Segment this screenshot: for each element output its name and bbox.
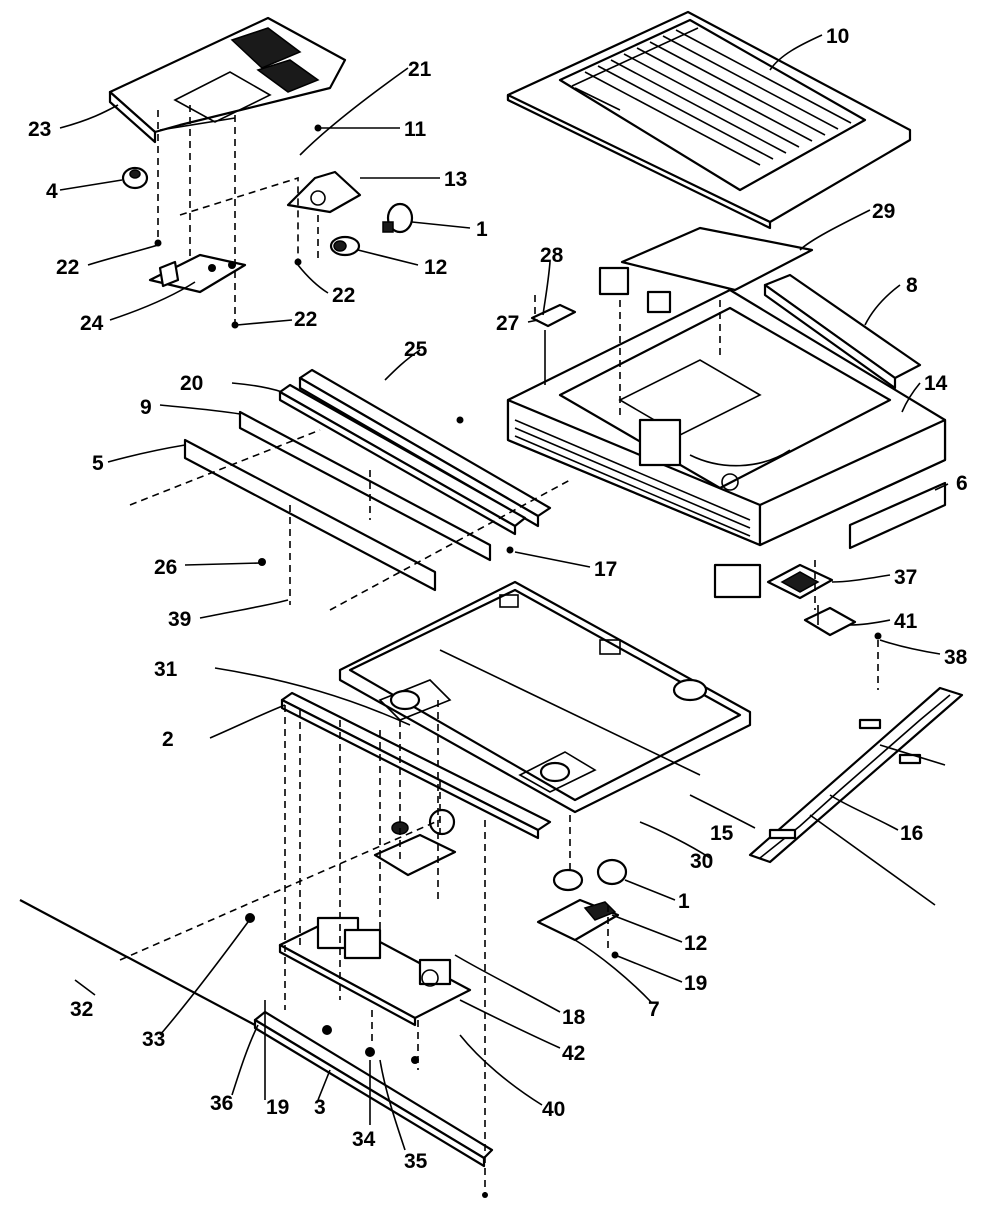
- label-1-bottom: 1: [678, 890, 690, 913]
- label-7: 7: [648, 998, 660, 1021]
- label-3: 3: [314, 1096, 326, 1119]
- label-42: 42: [562, 1042, 585, 1065]
- label-33: 33: [142, 1028, 165, 1051]
- label-31: 31: [154, 658, 178, 681]
- label-25: 25: [404, 338, 428, 361]
- label-32: 32: [70, 998, 93, 1021]
- part-23-cover: [108, 16, 347, 144]
- label-11: 11: [404, 118, 427, 141]
- label-19-right: 19: [684, 972, 707, 995]
- part-12-socket-bottom: [552, 868, 584, 892]
- part-1-bulb-top: [382, 202, 414, 234]
- label-14: 14: [924, 372, 948, 395]
- part-9-panel: [238, 410, 492, 562]
- leader-lines: [59, 34, 949, 1151]
- part-7-lamp-housing: [536, 898, 620, 942]
- label-20: 20: [180, 372, 203, 395]
- part-4-cap: [121, 166, 149, 190]
- label-39: 39: [168, 608, 191, 631]
- label-29: 29: [872, 200, 895, 223]
- label-26: 26: [154, 556, 177, 579]
- part-5-panel: [183, 438, 437, 592]
- label-22-c: 22: [294, 308, 317, 331]
- label-13: 13: [444, 168, 467, 191]
- label-5: 5: [92, 452, 104, 475]
- label-35: 35: [404, 1150, 428, 1173]
- part-13-socket-housing: [286, 170, 362, 214]
- part-15-tray: [338, 580, 752, 814]
- part-8-rail: [763, 273, 922, 390]
- part-labels: 10 21 23 11 4 13 29 1 28 22 12 8 22 24 2…: [28, 25, 968, 1173]
- label-40: 40: [542, 1098, 565, 1121]
- label-12-bottom: 12: [684, 932, 707, 955]
- label-19-left: 19: [266, 1096, 289, 1119]
- part-18-control: [316, 916, 452, 987]
- part-10-grille-shelf: [506, 10, 912, 230]
- label-21: 21: [408, 58, 432, 81]
- part-6-side-panel: [848, 481, 947, 550]
- label-38: 38: [944, 646, 968, 669]
- label-2: 2: [162, 728, 174, 751]
- label-9: 9: [140, 396, 152, 419]
- part-14-housing: [506, 266, 947, 599]
- label-6: 6: [956, 472, 968, 495]
- part-16-heater: [748, 686, 964, 906]
- label-22-b: 22: [332, 284, 355, 307]
- label-24: 24: [80, 312, 104, 335]
- label-27: 27: [496, 312, 519, 335]
- part-24-bracket: [148, 253, 247, 294]
- label-8: 8: [906, 274, 918, 297]
- part-37-cup: [766, 563, 834, 600]
- label-28: 28: [540, 244, 564, 267]
- part-12-socket-top: [329, 235, 361, 257]
- label-12-top: 12: [424, 256, 447, 279]
- part-32-wire: [19, 899, 256, 1026]
- part-2-rail: [280, 691, 552, 840]
- label-30: 30: [690, 850, 713, 873]
- label-16: 16: [900, 822, 923, 845]
- label-17: 17: [594, 558, 617, 581]
- label-4: 4: [46, 180, 58, 203]
- label-41: 41: [894, 610, 918, 633]
- part-29-plate: [620, 226, 814, 292]
- label-23: 23: [28, 118, 51, 141]
- label-37: 37: [894, 566, 917, 589]
- part-20-strip: [278, 383, 527, 536]
- label-22-a: 22: [56, 256, 79, 279]
- part-41-clip: [803, 605, 857, 637]
- part-1-bulb-bottom: [596, 858, 628, 886]
- part-27-bracket: [530, 303, 577, 385]
- label-34: 34: [352, 1128, 376, 1151]
- label-18: 18: [562, 1006, 586, 1029]
- label-15: 15: [710, 822, 734, 845]
- assembly-lines: [119, 105, 879, 1195]
- label-1-top: 1: [476, 218, 488, 241]
- label-10: 10: [826, 25, 849, 48]
- part-25-strip: [298, 368, 552, 528]
- label-36: 36: [210, 1092, 233, 1115]
